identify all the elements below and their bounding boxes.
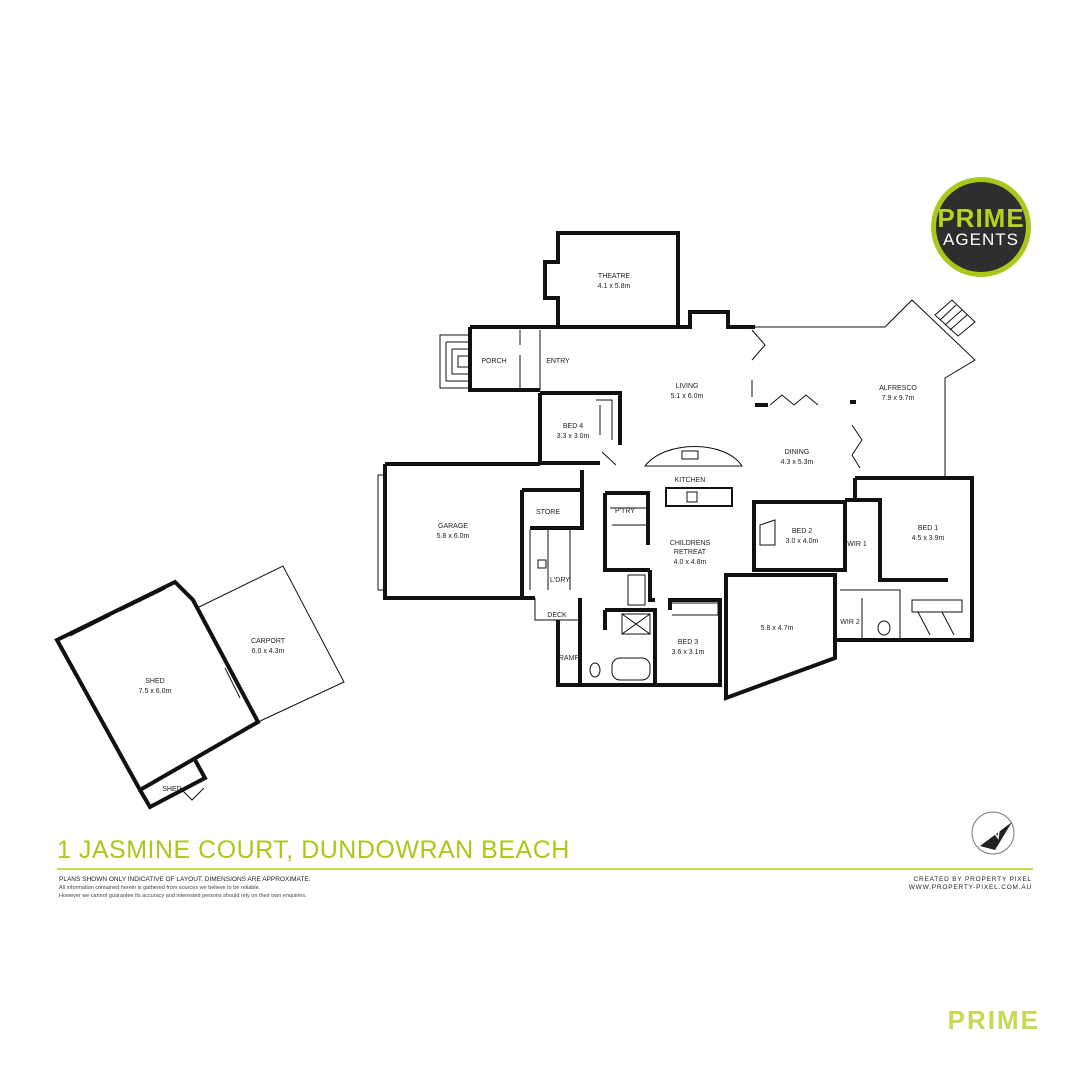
shed-small-label: SHED — [162, 786, 181, 793]
porch-label: PORCH — [481, 358, 506, 365]
garage-label: GARAGE — [438, 523, 468, 530]
garage-dims: 5.8 x 6.0m — [437, 533, 470, 540]
dining-dims: 4.3 x 5.3m — [781, 459, 814, 466]
main-house-walls — [439, 299, 976, 476]
shed-label: SHED — [145, 678, 164, 685]
garage-room: GARAGE 5.8 x 6.0m — [377, 462, 582, 600]
footer-divider — [57, 868, 1033, 870]
carport-structure: CARPORT 6.0 x 4.3m — [196, 565, 345, 723]
credit-line-1: CREATED BY PROPERTY PIXEL — [913, 876, 1032, 883]
bed3-dims: 3.6 x 3.1m — [672, 649, 705, 656]
logo-inner: PRIME AGENTS — [936, 182, 1026, 272]
bed4-label: BED 4 — [563, 423, 583, 430]
service-rooms: STORE L'DRY DECK RAMP — [529, 470, 584, 687]
bed3-room: BED 3 3.6 x 3.1m — [580, 598, 722, 687]
ldry-label: L'DRY — [550, 577, 570, 584]
bed1-dims: 4.5 x 3.9m — [912, 535, 945, 542]
deck-label: DECK — [547, 612, 567, 619]
retreat-room: P'TRY CHILDRENS RETREAT 4.0 x 4.8m — [603, 491, 711, 606]
store-label: STORE — [536, 509, 560, 516]
brand-wordmark: PRIME — [947, 1005, 1040, 1035]
theatre-dims: 4.1 x 5.8m — [598, 283, 631, 290]
kitchen-label: KITCHEN — [675, 477, 706, 484]
retreat-label-1: CHILDRENS — [670, 540, 711, 547]
disclaimer-line-3: However we cannot guarantee its accuracy… — [59, 893, 307, 899]
entry-label: ENTRY — [546, 358, 570, 365]
wir1-label: WIR 1 — [847, 541, 867, 548]
bed1-room: BED 1 4.5 x 3.9m WIR 1 WIR 2 — [835, 476, 974, 642]
logo-prime-text: PRIME — [937, 203, 1025, 233]
bed4-room: BED 4 3.3 x 3.0m — [538, 391, 622, 466]
living-label: LIVING — [676, 383, 699, 390]
bed2-room: BED 2 3.0 x 4.0m — [752, 500, 847, 572]
bed3-label: BED 3 — [678, 639, 698, 646]
credit: CREATED BY PROPERTY PIXEL WWW.PROPERTY-P… — [909, 876, 1032, 892]
dining-label: DINING — [785, 449, 810, 456]
disclaimer-line-2: All information contained herein is gath… — [59, 885, 261, 891]
annex-dims: 5.8 x 4.7m — [761, 625, 794, 632]
alfresco-dims: 7.9 x 9.7m — [882, 395, 915, 402]
theatre-room: THEATRE 4.1 x 5.8m — [543, 231, 680, 327]
carport-dims: 6.0 x 4.3m — [252, 648, 285, 655]
ramp-label: RAMP — [559, 655, 580, 662]
shed-dims: 7.5 x 6.0m — [139, 688, 172, 695]
bed2-dims: 3.0 x 4.0m — [786, 538, 819, 545]
credit-line-2: WWW.PROPERTY-PIXEL.COM.AU — [908, 884, 1032, 891]
bed1-label: BED 1 — [918, 525, 938, 532]
ptry-label: P'TRY — [615, 508, 635, 515]
annex-room: 5.8 x 4.7m — [724, 573, 837, 701]
logo-agents-text: AGENTS — [943, 230, 1019, 249]
wir2-label: WIR 2 — [840, 619, 860, 626]
living-dims: 5.1 x 6.0m — [671, 393, 704, 400]
disclaimer: PLANS SHOWN ONLY INDICATIVE OF LAYOUT. D… — [59, 876, 311, 900]
prime-agents-logo: PRIME AGENTS — [931, 177, 1031, 277]
kitchen-area: KITCHEN — [643, 446, 743, 507]
shed-building: SHED 7.5 x 6.0m SHED — [54, 579, 261, 810]
retreat-label-2: RETREAT — [674, 549, 707, 556]
retreat-dims: 4.0 x 4.8m — [674, 559, 707, 566]
property-address: 1 JASMINE COURT, DUNDOWRAN BEACH — [57, 836, 570, 864]
carport-label: CARPORT — [251, 638, 286, 645]
disclaimer-line-1: PLANS SHOWN ONLY INDICATIVE OF LAYOUT. D… — [59, 876, 311, 883]
theatre-label: THEATRE — [598, 273, 630, 280]
north-arrow-icon — [971, 811, 1015, 855]
bed4-dims: 3.3 x 3.0m — [557, 433, 590, 440]
alfresco-label: ALFRESCO — [879, 385, 917, 392]
bed2-label: BED 2 — [792, 528, 812, 535]
